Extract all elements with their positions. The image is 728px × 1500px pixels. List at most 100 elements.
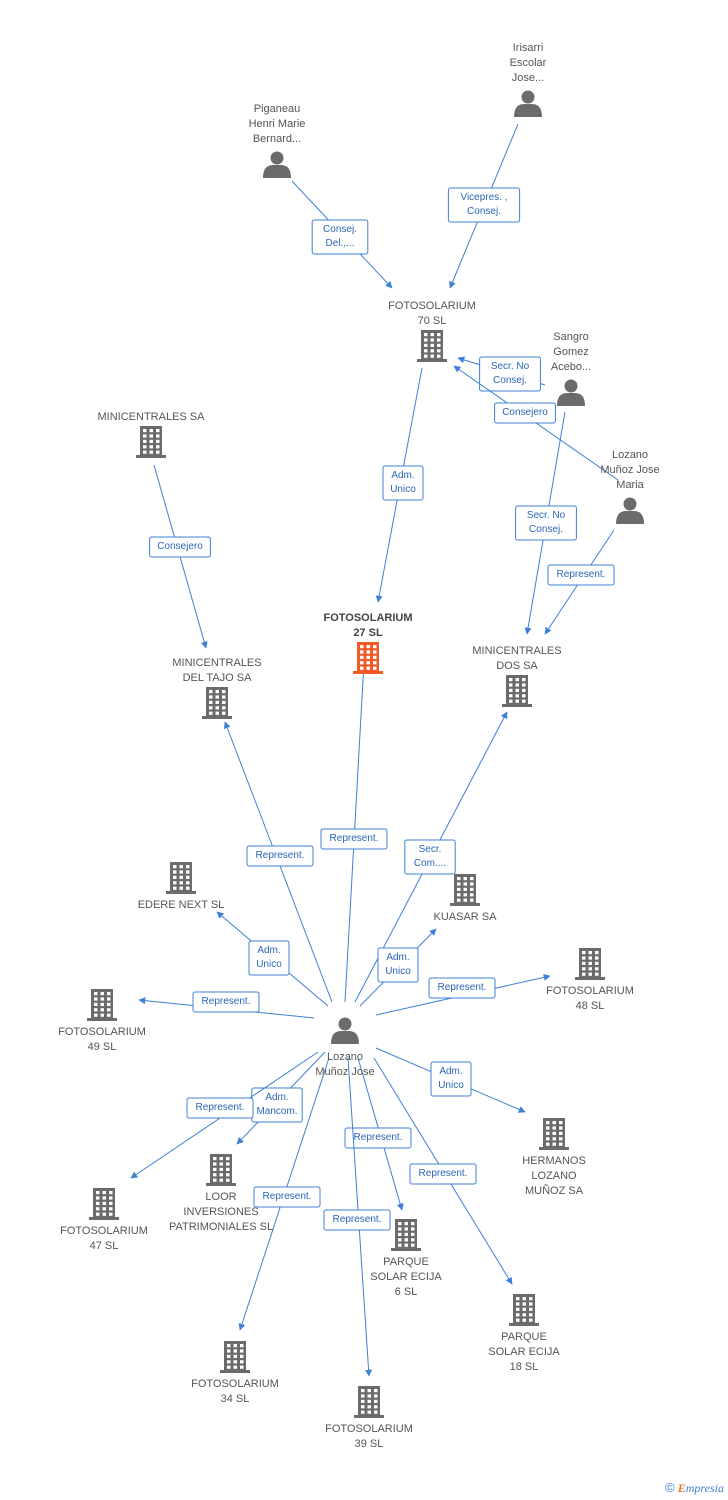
edge-label-box[interactable]: [409, 1163, 477, 1185]
relation-edge-foto70-foto27[interactable]: Adm.Unico: [375, 367, 424, 603]
relation-edge-piganeau-foto70[interactable]: Consej.Del.,...: [291, 180, 393, 289]
edge-label-box[interactable]: [186, 1097, 254, 1119]
person-icon: [616, 497, 644, 524]
edge-label-box[interactable]: [404, 839, 456, 875]
relation-edge-sangro-foto70[interactable]: Secr. No Consej.: [457, 356, 546, 392]
node-label: MINICENTRALES SA: [98, 411, 206, 423]
edge-label-box[interactable]: [149, 536, 211, 558]
relation-edge-lozano-ecija6[interactable]: Represent.: [344, 1057, 412, 1211]
edge-label-box[interactable]: [248, 940, 290, 976]
node-label: 39 SL: [355, 1438, 384, 1450]
relation-edge-lozano-foto39[interactable]: Represent.: [323, 1057, 391, 1377]
node-irisarri[interactable]: IrisarriEscolarJose...: [510, 42, 547, 117]
edge-label-box[interactable]: [428, 977, 496, 999]
node-label: 34 SL: [221, 1393, 250, 1405]
relation-edge-lozano-foto47[interactable]: Represent.: [130, 1051, 319, 1179]
edge-label-box[interactable]: [377, 947, 419, 983]
edge-label-box[interactable]: [253, 1186, 321, 1208]
edge-label-text: Mancom.: [256, 1106, 297, 1117]
node-label: FOTOSOLARIUM: [58, 1026, 146, 1038]
node-label: MUÑOZ SA: [525, 1184, 584, 1197]
relation-edge-lozano-tajo[interactable]: Represent.: [223, 721, 333, 1003]
building-icon: [391, 1219, 421, 1251]
relation-edge-lozanoM-dos[interactable]: Represent.: [544, 529, 615, 635]
edge-label-box[interactable]: [479, 356, 541, 392]
node-kuasar[interactable]: KUASAR SA: [434, 874, 498, 923]
edge-label-box[interactable]: [311, 219, 369, 255]
node-label: Jose...: [512, 72, 544, 84]
edge-label-box[interactable]: [515, 505, 577, 541]
node-minisa[interactable]: MINICENTRALES SA: [98, 411, 206, 458]
relation-edge-lozano-foto49[interactable]: Represent.: [138, 991, 315, 1019]
relation-edge-minisa-tajo[interactable]: Consejero: [149, 464, 211, 649]
node-label: Maria: [616, 479, 644, 491]
edge-label-box[interactable]: [430, 1061, 472, 1097]
edge-label-box[interactable]: [320, 828, 388, 850]
node-label: Lozano: [327, 1051, 363, 1063]
edge-label-text: Vicepres. ,: [460, 192, 507, 203]
building-icon: [509, 1294, 539, 1326]
edge-label-box[interactable]: [447, 187, 521, 223]
edge-label-box[interactable]: [323, 1209, 391, 1231]
relation-edge-irisarri-foto70[interactable]: Vicepres. ,Consej.: [447, 123, 521, 289]
node-foto49[interactable]: FOTOSOLARIUM 49 SL: [58, 989, 146, 1053]
relation-edge-lozano-dos[interactable]: Secr.Com....: [354, 711, 508, 1003]
edge-label-text: Adm.: [265, 1092, 288, 1103]
edge-label-text: Consejero: [502, 407, 548, 418]
relation-edge-lozano-foto34[interactable]: Represent.: [238, 1057, 330, 1331]
edge-label-text: Adm.: [386, 952, 409, 963]
edge-label-box[interactable]: [192, 991, 260, 1013]
node-edere[interactable]: EDERE NEXT SL: [138, 862, 225, 911]
building-icon: [354, 1386, 384, 1418]
building-icon: [353, 642, 383, 674]
relation-edge-lozano-ecija18[interactable]: Represent.: [373, 1057, 513, 1285]
node-label: EDERE NEXT SL: [138, 899, 225, 911]
edge-label-box[interactable]: [547, 564, 615, 586]
edge-label-text: Unico: [256, 959, 282, 970]
node-label: 18 SL: [510, 1361, 539, 1373]
node-label: Escolar: [510, 57, 547, 69]
relation-edge-lozano-foto27[interactable]: Represent.: [320, 661, 388, 1003]
node-label: PARQUE: [383, 1256, 429, 1268]
node-label: 49 SL: [88, 1041, 117, 1053]
edge-label-text: Com....: [414, 858, 446, 869]
relation-edge-lozano-kuasar[interactable]: Adm. Unico: [359, 928, 437, 1007]
empresia-logo: Empresia: [677, 1481, 724, 1495]
relation-edge-lozano-edere[interactable]: Adm. Unico: [216, 911, 329, 1007]
edge-label-text: Represent.: [196, 1102, 245, 1113]
building-icon: [206, 1154, 236, 1186]
edge-label-text: Represent.: [330, 833, 379, 844]
node-label: Bernard...: [253, 133, 301, 145]
edge-label-text: Secr. No: [491, 361, 530, 372]
edge-label-text: Unico: [385, 966, 411, 977]
edge-label-text: Adm.: [257, 945, 280, 956]
node-sangro[interactable]: SangroGomezAcebo...: [551, 331, 591, 406]
relation-edge-lozanoM-foto70[interactable]: Consejero: [453, 365, 619, 481]
edge-label-box[interactable]: [344, 1127, 412, 1149]
edge-label-box[interactable]: [246, 845, 314, 867]
edge-label-text: Consej.: [493, 375, 527, 386]
edge-label-box[interactable]: [382, 465, 424, 501]
relation-edge-lozano-hermanos[interactable]: Adm.Unico: [375, 1047, 526, 1113]
edge-label-box[interactable]: [494, 402, 556, 424]
relation-edge-lozano-foto48[interactable]: Represent.: [375, 973, 551, 1016]
edge-label-text: Adm.: [391, 470, 414, 481]
footer-brand: ©Empresia: [665, 1480, 724, 1496]
edge-label-text: Consej.: [323, 224, 357, 235]
